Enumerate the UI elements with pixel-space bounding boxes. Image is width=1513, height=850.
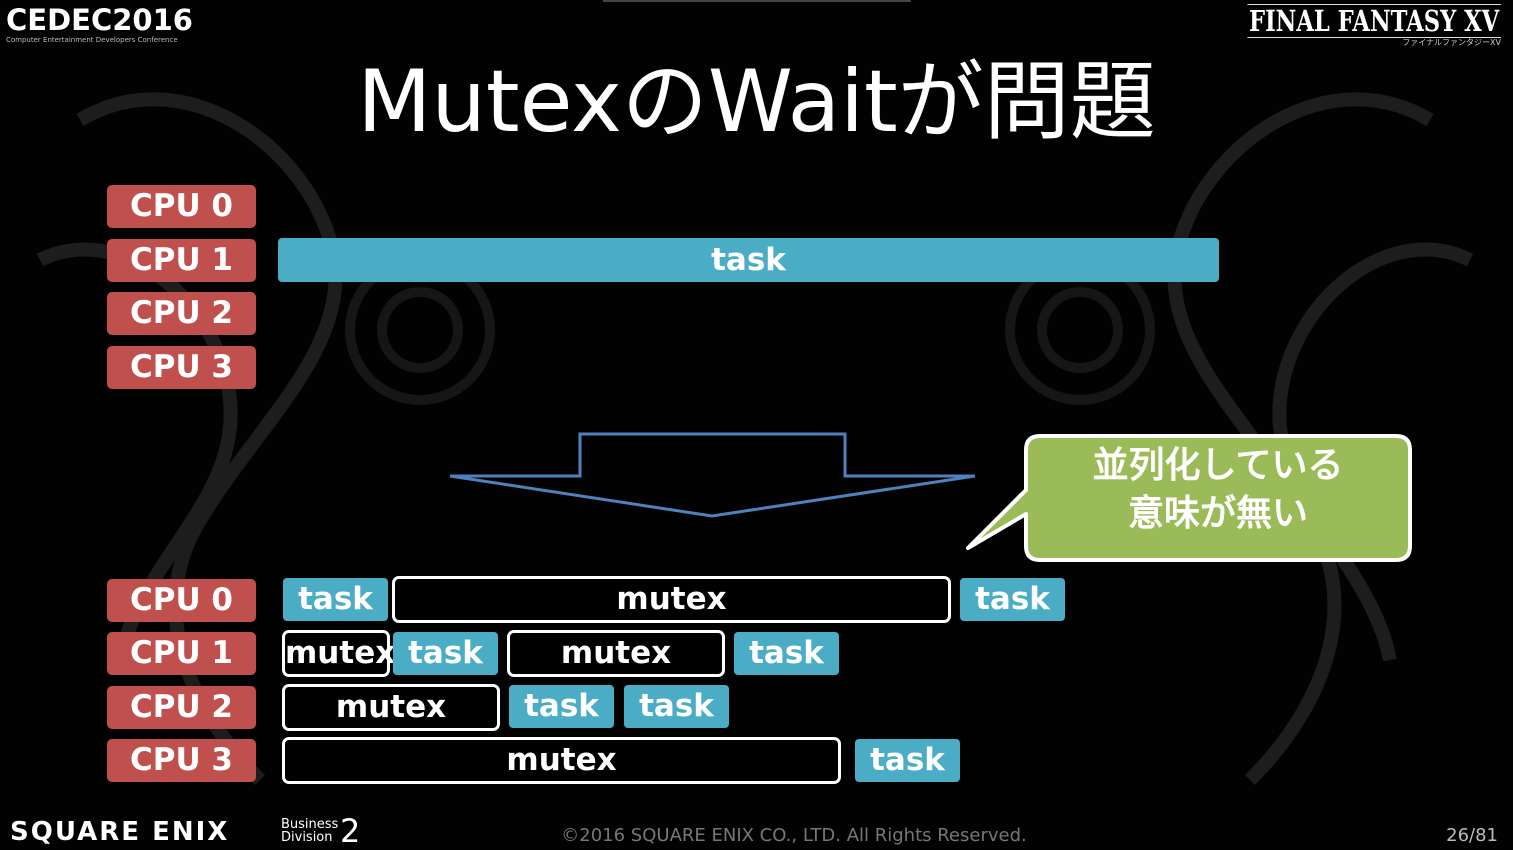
- before-cpu-1-task: task: [278, 238, 1219, 282]
- after-cpu-1-label: CPU 1: [107, 632, 256, 675]
- after-cpu-0-label: CPU 0: [107, 579, 256, 622]
- callout-text: 並列化している 意味が無い: [1030, 442, 1406, 538]
- business-division-number: 2: [340, 812, 361, 850]
- slide-title: MutexのWaitが問題: [357, 52, 1156, 152]
- final-fantasy-logo: FINAL FANTASY XV ファイナルファンタジーXV: [1176, 4, 1501, 48]
- callout-line-2: 意味が無い: [1127, 493, 1308, 534]
- page-number: 26/81: [1446, 825, 1498, 846]
- final-fantasy-logo-subtitle: ファイナルファンタジーXV: [1402, 38, 1501, 47]
- before-cpu-3-label: CPU 3: [107, 346, 256, 389]
- cedec-logo-text: CEDEC2016: [6, 3, 193, 37]
- business-division-line-1: Business: [281, 817, 339, 832]
- after-cpu-3-mutex-1: mutex: [282, 737, 841, 784]
- after-cpu-3-label: CPU 3: [107, 739, 256, 782]
- after-cpu-0-task-2: task: [960, 578, 1065, 621]
- after-cpu-1-task-1: task: [393, 632, 498, 675]
- after-cpu-2-label: CPU 2: [107, 686, 256, 729]
- after-cpu-2-task-2: task: [624, 685, 729, 728]
- after-cpu-3-task-1: task: [855, 739, 960, 782]
- cedec-logo: CEDEC2016 Computer Entertainment Develop…: [6, 4, 193, 44]
- after-cpu-1-mutex-1: mutex: [282, 630, 395, 677]
- after-cpu-0-task-1: task: [283, 578, 388, 621]
- business-division-logo: Business Division: [281, 818, 338, 844]
- business-division-line-2: Division: [281, 830, 333, 845]
- cedec-logo-subtitle: Computer Entertainment Developers Confer…: [6, 36, 178, 44]
- final-fantasy-logo-text: FINAL FANTASY XV: [1247, 4, 1501, 38]
- top-bar: [603, 0, 911, 2]
- after-cpu-1-task-2: task: [734, 632, 839, 675]
- square-enix-logo: SQUARE ENIX: [10, 817, 230, 847]
- after-cpu-1-mutex-2: mutex: [507, 630, 725, 677]
- before-cpu-0-label: CPU 0: [107, 185, 256, 228]
- before-cpu-2-label: CPU 2: [107, 292, 256, 335]
- after-cpu-2-mutex-1: mutex: [282, 684, 500, 731]
- down-arrow: [449, 432, 976, 518]
- before-cpu-1-label: CPU 1: [107, 239, 256, 282]
- after-cpu-2-task-1: task: [509, 685, 614, 728]
- after-cpu-0-mutex-1: mutex: [392, 576, 951, 623]
- speech-callout: [966, 434, 1412, 562]
- copyright-text: ©2016 SQUARE ENIX CO., LTD. All Rights R…: [561, 825, 1027, 846]
- callout-line-1: 並列化している: [1092, 445, 1344, 486]
